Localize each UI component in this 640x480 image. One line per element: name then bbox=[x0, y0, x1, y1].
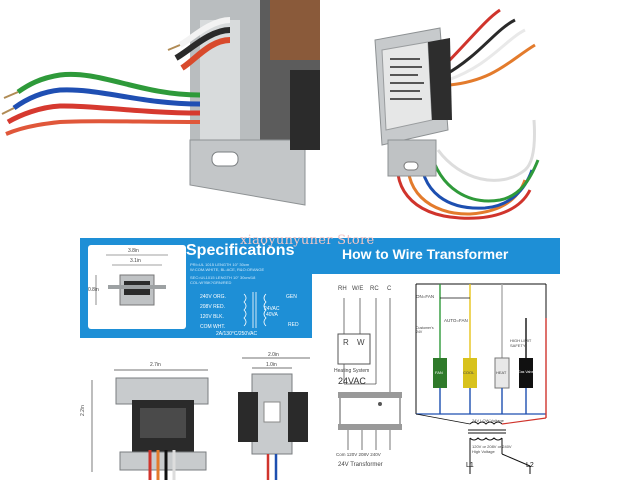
primary-tap-labels: Com 120V 208V 240V bbox=[336, 452, 381, 457]
product-photo-full bbox=[320, 0, 640, 232]
specifications-title: Specifications bbox=[186, 242, 295, 259]
simple-wiring-diagram: RH W/E RC C R W Heating System 24VAC Com… bbox=[330, 280, 410, 475]
tap-com: COM WHT. bbox=[200, 324, 226, 330]
transformer-full-image bbox=[374, 8, 540, 220]
front-width-label: 2.7in bbox=[150, 362, 161, 368]
spec-line-4: COL:W?BK?GRN/RED bbox=[190, 280, 232, 285]
front-height-label: 2.2in bbox=[80, 405, 86, 416]
spec-line-3: SEC=UL1015 LENGTH 10" 30cm/18 bbox=[190, 275, 256, 280]
wiring-title: How to Wire Transformer bbox=[342, 246, 509, 262]
secondary-gen: GEN bbox=[286, 294, 297, 300]
specifications-panel: 3.8in 3.1in 0.8in Specifications PRI=UL … bbox=[80, 238, 312, 338]
thermostat-label: Customer's 24V bbox=[416, 326, 434, 334]
terminal-rc: RC bbox=[370, 286, 379, 292]
box-w: W bbox=[357, 338, 365, 347]
dim-top-inner: 3.1in bbox=[130, 258, 141, 264]
terminal-c: C bbox=[387, 286, 392, 292]
low-voltage-label: 24V LOW Voltage bbox=[472, 418, 504, 423]
tap-120v: 120V BLK. bbox=[200, 314, 224, 320]
l1-label: L1 bbox=[466, 462, 474, 469]
product-photo-closeup bbox=[0, 0, 320, 232]
spec-line-1: PRI=UL 1015 LENGTH 10" 30cm bbox=[190, 262, 250, 267]
spec-transformer-drawing: 3.8in 3.1in 0.8in bbox=[88, 245, 186, 329]
secondary-va: 40VA bbox=[266, 312, 278, 318]
cool-relay-label: COOL bbox=[463, 370, 475, 375]
terminal-we: W/E bbox=[352, 286, 364, 292]
side-dimension-drawing: 2.0in 1.0in bbox=[228, 352, 318, 480]
gas-valve-label: Gas Valve bbox=[518, 370, 534, 374]
high-limit-label: HIGH LIMIT SAFETY bbox=[510, 338, 532, 348]
heat-relay-label: HEAT bbox=[496, 370, 507, 375]
l2-label: L2 bbox=[526, 462, 534, 469]
tap-240v: 240V ORG. bbox=[200, 294, 226, 300]
spec-footer: 2A/130°C/250VAC bbox=[216, 331, 258, 337]
front-dimension-drawing: 2.7in 2.2in bbox=[80, 360, 220, 480]
high-voltage-label: 120V or 208V or 240V High Voltage bbox=[472, 444, 512, 454]
auto-fan-label: AUTO=FAN bbox=[444, 318, 468, 323]
on-fan-label: ON=FAN bbox=[416, 294, 435, 299]
secondary-red: RED bbox=[288, 322, 299, 328]
heating-system-label: Heating System bbox=[334, 368, 370, 374]
side-outer-label: 2.0in bbox=[268, 352, 279, 358]
dim-side: 0.8in bbox=[88, 287, 99, 293]
coil-symbol-icon bbox=[243, 292, 267, 328]
secondary-voltage: 24VAC bbox=[264, 306, 280, 312]
terminal-rh: RH bbox=[338, 286, 347, 292]
spec-line-2: W:COM-WHITE, BL:ACE, R&O:ORANGE bbox=[190, 267, 265, 272]
voltage-24vac: 24VAC bbox=[338, 376, 366, 386]
side-inner-label: 1.0in bbox=[266, 362, 277, 368]
store-watermark: xiaoyunyuner Store bbox=[240, 233, 375, 248]
tap-208v: 208V RED. bbox=[200, 304, 226, 310]
fan-relay-label: FAN bbox=[435, 370, 443, 375]
control-wiring-diagram: ON=FAN AUTO=FAN Customer's 24V HIGH LIMI… bbox=[410, 278, 560, 478]
dim-top-outer: 3.8in bbox=[128, 248, 139, 254]
wiring-title-bar: How to Wire Transformer bbox=[312, 238, 560, 274]
box-r: R bbox=[343, 338, 349, 347]
transformer-caption: 24V Transformer bbox=[338, 462, 383, 468]
transformer-closeup-image bbox=[1, 0, 320, 206]
